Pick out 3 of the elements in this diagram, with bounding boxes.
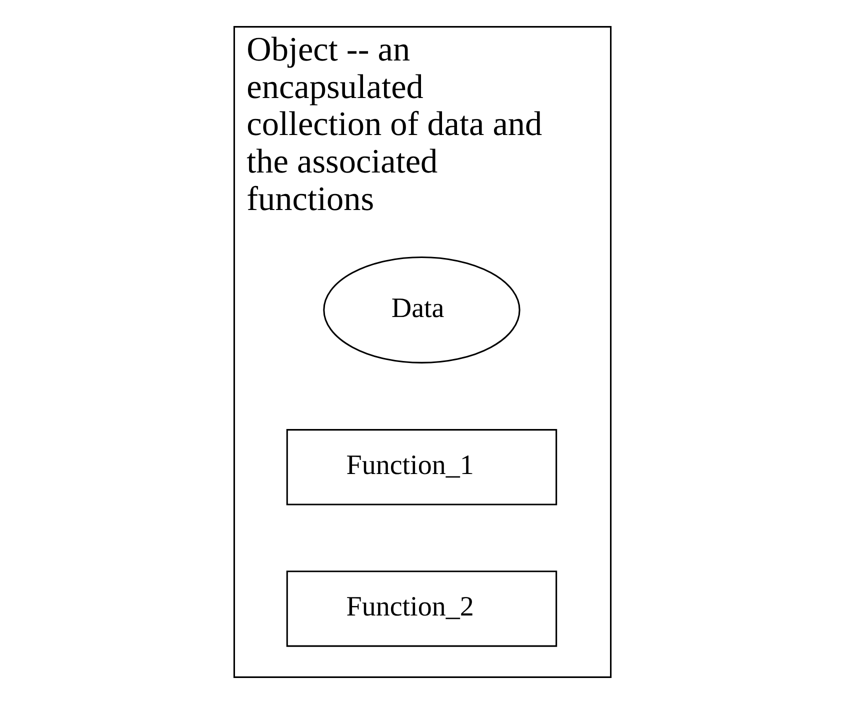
node-box: Function_1 xyxy=(286,429,557,506)
node-box: Function_2 xyxy=(286,570,557,647)
node-ellipse: Data xyxy=(322,256,520,364)
